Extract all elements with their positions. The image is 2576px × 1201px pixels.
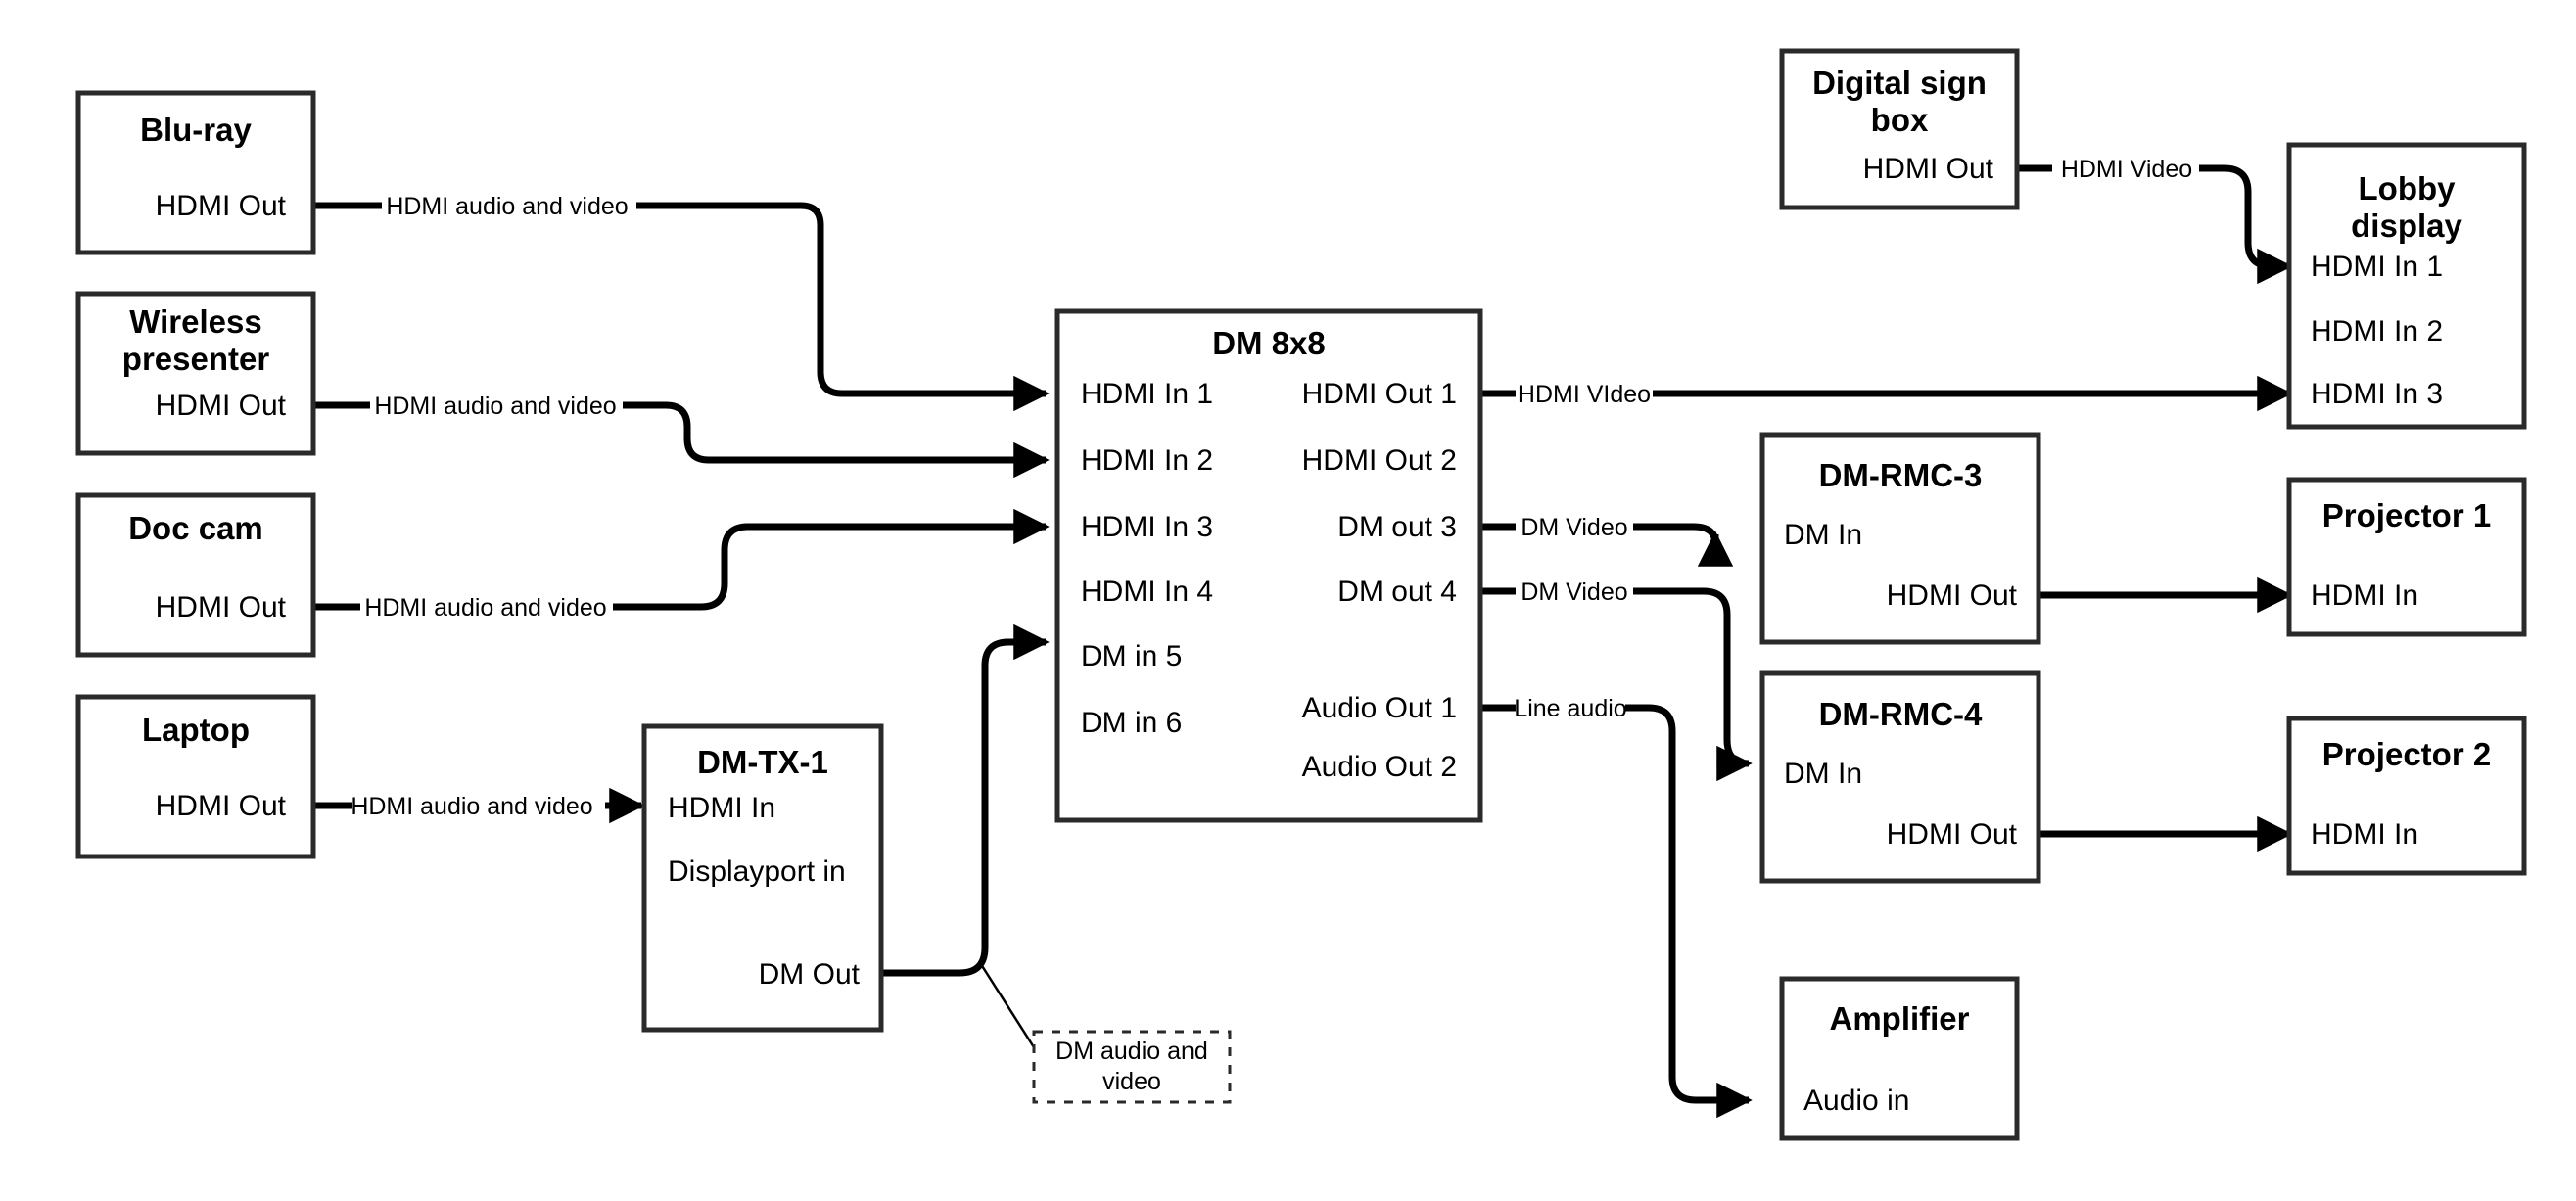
node-dm-rmc-3[interactable]: DM-RMC-3 DM In HDMI Out [1759, 432, 2041, 645]
node-dm8x8-output-audio-out-2[interactable]: Audio Out 2 [1302, 751, 1457, 783]
node-dmrmc4-box[interactable] [1759, 670, 2041, 884]
node-lobby-input-hdmi-in-2[interactable]: HDMI In 2 [2311, 315, 2443, 347]
edge-label-dm-out3: DM Video [1521, 514, 1627, 541]
node-lobby-title-line1: Lobby [2359, 170, 2457, 207]
node-laptop[interactable]: Laptop HDMI Out [75, 694, 316, 859]
node-dmrmc4-title: DM-RMC-4 [1819, 696, 1983, 732]
node-dm8x8-output-hdmi-out-2[interactable]: HDMI Out 2 [1302, 444, 1457, 477]
node-bluray-box[interactable] [75, 90, 316, 255]
node-dm8x8-output-dm-out-4[interactable]: DM out 4 [1337, 576, 1457, 608]
node-dmrmc3-box[interactable] [1759, 432, 2041, 645]
wire-digitalsign-to-lobby: HDMI Video [2017, 156, 2293, 285]
node-dmtx1-port-hdmi-in[interactable]: HDMI In [668, 792, 775, 824]
node-dm-8x8[interactable]: DM 8x8 HDMI In 1 HDMI In 2 HDMI In 3 HDM… [1054, 308, 1483, 823]
node-dm-rmc-4[interactable]: DM-RMC-4 DM In HDMI Out [1759, 670, 2041, 884]
wire-dm8x8out3-to-dmrmc3: DM Video [1480, 514, 1734, 567]
annotation-dm-audio-video: DM audio and video [1032, 1030, 1232, 1104]
annotation-dm-audio-video-box [1032, 1030, 1232, 1104]
node-wireless-title-line1: Wireless [129, 303, 261, 340]
node-amplifier[interactable]: Amplifier Audio in [1779, 976, 2020, 1141]
node-laptop-port-hdmi-out[interactable]: HDMI Out [156, 790, 287, 822]
node-lobby-box[interactable] [2286, 142, 2527, 430]
node-doccam-box[interactable] [75, 492, 316, 658]
node-dm8x8-input-hdmi-in-4[interactable]: HDMI In 4 [1081, 576, 1213, 608]
node-lobby-input-hdmi-in-3[interactable]: HDMI In 3 [2311, 378, 2443, 410]
node-amplifier-title: Amplifier [1829, 1000, 1969, 1037]
edge-label-digitalsign: HDMI Video [2061, 156, 2192, 183]
wire-dm8x8out1-to-lobby: HDMI VIdeo [1480, 375, 2293, 412]
node-dm8x8-output-hdmi-out-1[interactable]: HDMI Out 1 [1302, 378, 1457, 410]
node-dmtx1-port-dm-out[interactable]: DM Out [759, 958, 861, 991]
node-dm8x8-output-dm-out-3[interactable]: DM out 3 [1337, 511, 1457, 543]
node-dmrmc3-port-hdmi-out[interactable]: HDMI Out [1887, 579, 2018, 612]
node-digital-sign-box[interactable]: Digital sign box HDMI Out [1779, 48, 2020, 210]
node-dm8x8-box[interactable] [1054, 308, 1483, 823]
node-projector1-port-hdmi-in[interactable]: HDMI In [2311, 579, 2418, 612]
node-wireless-presenter[interactable]: Wireless presenter HDMI Out [75, 291, 316, 456]
wire-dm8x8audio1-to-amplifier: Line audio [1480, 695, 1753, 1119]
node-dmtx1-title: DM-TX-1 [697, 744, 828, 780]
node-dm-tx-1[interactable]: DM-TX-1 HDMI In Displayport in DM Out [641, 723, 884, 1033]
edge-label-dm-out4: DM Video [1521, 578, 1627, 606]
edge-label-bluray: HDMI audio and video [386, 193, 628, 220]
node-bluray[interactable]: Blu-ray HDMI Out [75, 90, 316, 255]
node-dmtx1-port-displayport-in[interactable]: Displayport in [668, 855, 846, 888]
node-wireless-title-line2: presenter [122, 341, 270, 377]
node-wireless-box[interactable] [75, 291, 316, 456]
edge-label-audio-out1: Line audio [1514, 695, 1626, 722]
node-amplifier-port-audio-in[interactable]: Audio in [1803, 1085, 1909, 1117]
node-projector-1[interactable]: Projector 1 HDMI In [2286, 477, 2527, 637]
node-doccam-title: Doc cam [128, 510, 263, 546]
wire-laptop-to-dmtx1: HDMI audio and video [313, 787, 645, 824]
node-lobby-input-hdmi-in-1[interactable]: HDMI In 1 [2311, 251, 2443, 283]
node-dmrmc4-port-hdmi-out[interactable]: HDMI Out [1887, 818, 2018, 851]
node-dmrmc4-port-dm-in[interactable]: DM In [1784, 758, 1862, 790]
node-dm8x8-input-hdmi-in-1[interactable]: HDMI In 1 [1081, 378, 1213, 410]
node-projector1-box[interactable] [2286, 477, 2527, 637]
node-dm8x8-input-hdmi-in-2[interactable]: HDMI In 2 [1081, 444, 1213, 477]
node-projector1-title: Projector 1 [2322, 497, 2491, 533]
node-dm8x8-input-dm-in-5[interactable]: DM in 5 [1081, 640, 1182, 672]
wire-doccam-to-dm8x8: HDMI audio and video [313, 508, 1050, 622]
node-dm8x8-title: DM 8x8 [1212, 325, 1326, 361]
node-bluray-title: Blu-ray [140, 112, 252, 148]
node-dmtx1-box[interactable] [641, 723, 884, 1033]
edge-label-dm-out1: HDMI VIdeo [1518, 381, 1651, 408]
node-laptop-title: Laptop [142, 712, 250, 748]
node-projector2-title: Projector 2 [2322, 736, 2491, 772]
node-lobby-title-line2: display [2351, 208, 2462, 244]
node-amplifier-box[interactable] [1779, 976, 2020, 1141]
node-digitalsign-title-line1: Digital sign [1812, 65, 1987, 101]
node-dm8x8-output-audio-out-1[interactable]: Audio Out 1 [1302, 692, 1457, 724]
wire-bluray-to-dm8x8: HDMI audio and video [313, 193, 1050, 412]
wire-dmtx1-to-dm8x8 [881, 624, 1050, 1048]
node-bluray-port-hdmi-out[interactable]: HDMI Out [156, 190, 287, 222]
wire-wireless-to-dm8x8: HDMI audio and video [313, 393, 1050, 479]
node-projector-2[interactable]: Projector 2 HDMI In [2286, 716, 2527, 876]
annotation-dm-audio-video-line2: video [1102, 1068, 1161, 1095]
node-dm8x8-input-hdmi-in-3[interactable]: HDMI In 3 [1081, 511, 1213, 543]
node-laptop-box[interactable] [75, 694, 316, 859]
edge-label-laptop: HDMI audio and video [351, 793, 592, 820]
edge-label-doccam: HDMI audio and video [364, 594, 606, 622]
node-doccam-port-hdmi-out[interactable]: HDMI Out [156, 591, 287, 624]
node-wireless-port-hdmi-out[interactable]: HDMI Out [156, 390, 287, 422]
wire-dm8x8out4-to-dmrmc4: DM Video [1480, 578, 1753, 782]
node-digitalsign-title-line2: box [1871, 102, 1929, 138]
edge-label-wireless: HDMI audio and video [374, 393, 616, 420]
node-lobby-display[interactable]: Lobby display HDMI In 1 HDMI In 2 HDMI I… [2286, 142, 2527, 430]
node-digitalsign-box[interactable] [1779, 48, 2020, 210]
node-projector2-box[interactable] [2286, 716, 2527, 876]
node-doc-cam[interactable]: Doc cam HDMI Out [75, 492, 316, 658]
node-dmrmc3-port-dm-in[interactable]: DM In [1784, 519, 1862, 551]
node-projector2-port-hdmi-in[interactable]: HDMI In [2311, 818, 2418, 851]
node-dmrmc3-title: DM-RMC-3 [1819, 457, 1983, 493]
annotation-dm-audio-video-line1: DM audio and [1055, 1038, 1208, 1065]
node-dm8x8-input-dm-in-6[interactable]: DM in 6 [1081, 707, 1182, 739]
node-digitalsign-port-hdmi-out[interactable]: HDMI Out [1863, 153, 1994, 185]
